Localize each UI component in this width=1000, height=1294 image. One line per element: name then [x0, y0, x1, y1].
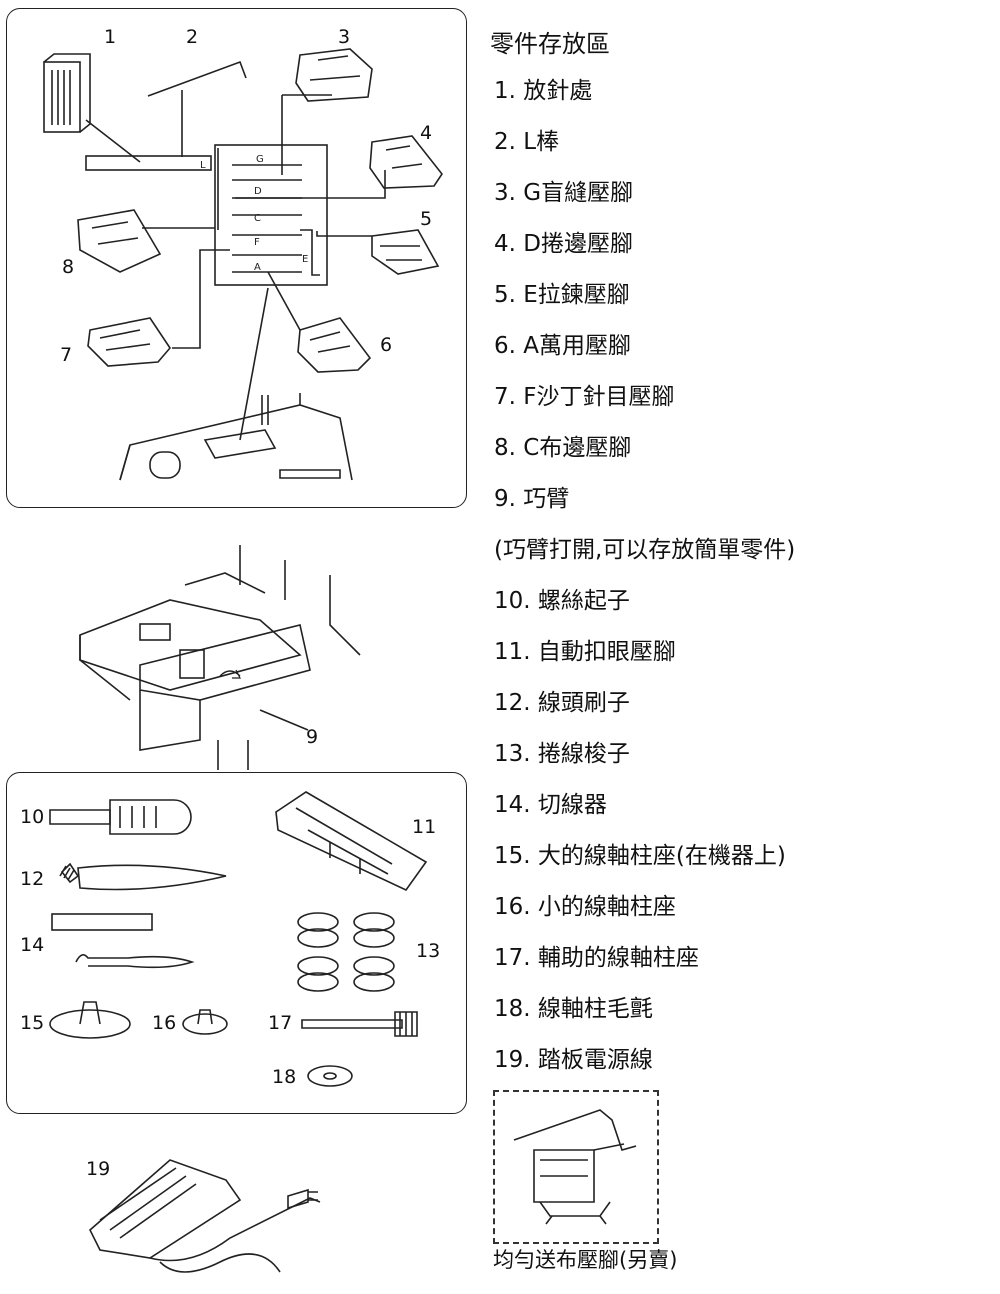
large-spool-cap-drawing — [49, 1001, 131, 1039]
parts-list-item: 17. 輔助的線軸柱座 — [494, 945, 699, 971]
lint-brush-drawing — [59, 862, 227, 891]
l-bar-drawing — [147, 60, 247, 157]
slot-label-d: D — [254, 186, 262, 197]
parts-list-item: 3. G盲縫壓腳 — [494, 180, 634, 206]
screwdriver-drawing — [49, 799, 192, 835]
callout-3: 3 — [338, 26, 351, 48]
slot-label-l: L — [200, 160, 206, 171]
machine-bed-drawing — [119, 287, 353, 481]
rolled-hem-foot-drawing — [235, 135, 443, 199]
callout-17: 17 — [268, 1012, 293, 1034]
parts-list-item: 4. D捲邊壓腳 — [494, 231, 633, 257]
zipper-foot-drawing — [316, 229, 440, 275]
satin-stitch-foot-drawing — [87, 249, 230, 367]
parts-list-note: (巧臂打開,可以存放簡單零件) — [494, 537, 796, 563]
foot-pedal-drawing — [89, 1159, 321, 1273]
blind-stitch-foot-drawing — [281, 48, 373, 175]
spool-felt-drawing — [307, 1065, 353, 1087]
callout-10: 10 — [20, 806, 45, 828]
parts-list-item: 5. E拉鍊壓腳 — [494, 282, 630, 308]
callout-8: 8 — [62, 256, 75, 278]
walking-foot-drawing — [513, 1109, 637, 1225]
slot-label-e: E — [302, 254, 308, 265]
buttonhole-foot-drawing — [275, 791, 428, 892]
small-spool-cap-drawing — [182, 1009, 228, 1035]
parts-list-title: 零件存放區 — [490, 30, 610, 58]
slot-label-f: F — [254, 237, 260, 248]
optional-walking-foot-caption: 均勻送布壓腳(另賣) — [493, 1248, 678, 1272]
callout-2: 2 — [186, 26, 199, 48]
parts-list: 零件存放區 1. 放針處 2. L棒 3. G盲縫壓腳 4. D捲邊壓腳 5. … — [488, 22, 993, 1086]
free-arm-drawing — [79, 545, 361, 770]
bobbins-drawing — [297, 912, 395, 992]
callout-12: 12 — [20, 868, 45, 890]
callout-9: 9 — [306, 726, 319, 748]
parts-list-item: 9. 巧臂 — [494, 486, 570, 512]
slot-label-g: G — [256, 154, 264, 165]
slot-label-a: A — [254, 262, 261, 273]
parts-list-item: 19. 踏板電源線 — [494, 1047, 653, 1073]
callout-11: 11 — [412, 816, 437, 838]
callout-6: 6 — [380, 334, 393, 356]
parts-list-item: 1. 放針處 — [494, 78, 593, 104]
callout-16: 16 — [152, 1012, 177, 1034]
callout-14: 14 — [20, 934, 45, 956]
all-purpose-foot-drawing — [267, 271, 372, 373]
parts-list-item: 16. 小的線軸柱座 — [494, 894, 676, 920]
parts-list-item: 14. 切線器 — [494, 792, 607, 818]
parts-list-item: 15. 大的線軸柱座(在機器上) — [494, 843, 786, 869]
callout-7: 7 — [60, 344, 73, 366]
callout-19: 19 — [86, 1158, 111, 1180]
optional-walking-foot-box — [493, 1090, 659, 1244]
storage-tray-drawing — [85, 144, 328, 286]
callout-1: 1 — [104, 26, 117, 48]
parts-list-item: 11. 自動扣眼壓腳 — [494, 639, 676, 665]
slot-label-c: C — [254, 213, 261, 224]
overcast-foot-drawing — [77, 209, 215, 273]
parts-list-item: 6. A萬用壓腳 — [494, 333, 631, 359]
tools-panel — [6, 772, 467, 1114]
parts-list-item: 8. C布邊壓腳 — [494, 435, 632, 461]
seam-ripper-drawing — [51, 913, 195, 969]
callout-4: 4 — [420, 122, 433, 144]
callout-13: 13 — [416, 940, 441, 962]
accessory-storage-panel — [6, 8, 467, 508]
parts-list-item: 13. 捲線梭子 — [494, 741, 630, 767]
parts-list-item: 7. F沙丁針目壓腳 — [494, 384, 675, 410]
parts-list-item: 12. 線頭刷子 — [494, 690, 630, 716]
auxiliary-spool-pin-drawing — [301, 1011, 418, 1037]
parts-list-item: 10. 螺絲起子 — [494, 588, 630, 614]
needle-case-drawing — [43, 53, 141, 163]
parts-list-item: 18. 線軸柱毛氈 — [494, 996, 653, 1022]
parts-list-item: 2. L棒 — [494, 129, 560, 155]
callout-5: 5 — [420, 208, 433, 230]
callout-15: 15 — [20, 1012, 45, 1034]
callout-18: 18 — [272, 1066, 297, 1088]
